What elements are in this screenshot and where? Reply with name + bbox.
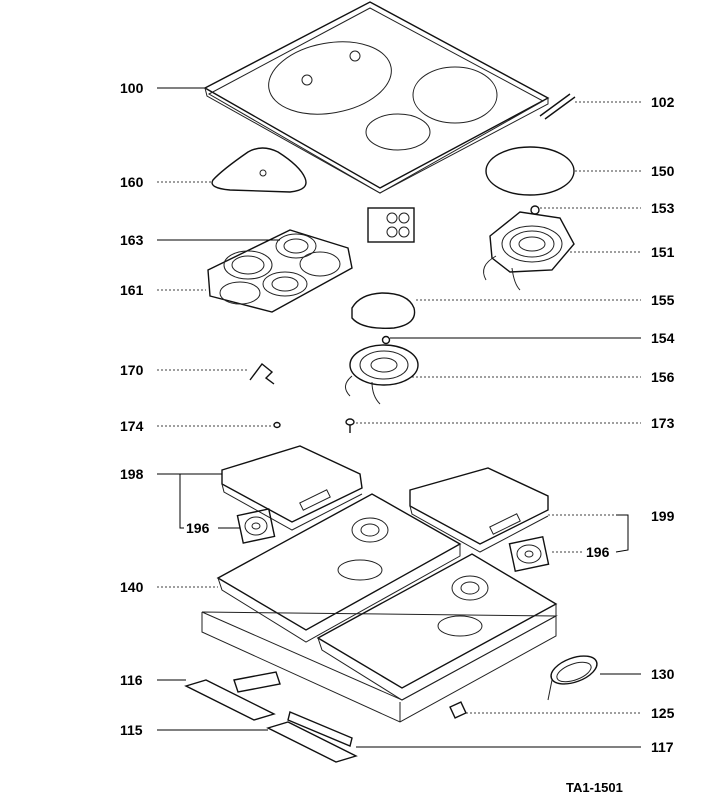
part-label-161: 161: [120, 282, 144, 298]
part-label-196-left: 196: [186, 520, 210, 536]
part-label-116: 116: [120, 672, 143, 688]
cooling-fan-left-drawing: [236, 508, 276, 544]
diagram-reference-code: TA1-1501: [566, 780, 623, 795]
part-label-130: 130: [651, 666, 675, 682]
part-label-115: 115: [120, 722, 143, 738]
nut-drawing: [273, 421, 281, 429]
sealing-strip-drawing: [539, 93, 576, 120]
radiant-heater-small-drawing: [345, 335, 419, 405]
mounting-brackets-drawing: [184, 671, 358, 763]
heating-element-carrier-drawing: [207, 229, 353, 313]
part-label-199: 199: [651, 508, 675, 524]
cable-clamp-drawing: [449, 701, 467, 719]
part-label-125: 125: [651, 705, 675, 721]
part-label-117: 117: [651, 739, 674, 755]
part-label-174: 174: [120, 418, 144, 434]
part-label-151: 151: [651, 244, 675, 260]
left-control-board-drawing: [221, 445, 363, 531]
glass-cooktop-drawing: [203, 1, 550, 194]
insulator-plate-drawing: [211, 147, 307, 193]
part-label-196-right: 196: [586, 544, 610, 560]
leader-lines: [157, 87, 641, 748]
part-label-155: 155: [651, 292, 675, 308]
housing-frame-drawing: [201, 493, 558, 723]
part-label-163: 163: [120, 232, 144, 248]
part-label-150: 150: [651, 163, 675, 179]
part-label-153: 153: [651, 200, 675, 216]
part-label-170: 170: [120, 362, 144, 378]
screw-drawing: [345, 418, 355, 433]
part-label-160: 160: [120, 174, 144, 190]
round-insulator-drawing: [485, 146, 575, 196]
part-label-100: 100: [120, 80, 144, 96]
radiant-heater-large-drawing: [483, 205, 575, 291]
oval-insulator-drawing: [351, 292, 416, 329]
part-label-102: 102: [651, 94, 675, 110]
power-cable-drawing: [547, 655, 598, 701]
part-label-173: 173: [651, 415, 675, 431]
control-plate-drawing: [367, 207, 415, 243]
cooling-fan-right-drawing: [508, 535, 550, 573]
part-label-156: 156: [651, 369, 675, 385]
right-control-board-drawing: [409, 467, 549, 553]
part-label-154: 154: [651, 330, 675, 346]
part-label-198: 198: [120, 466, 144, 482]
spring-clip-drawing: [249, 363, 275, 385]
part-label-140: 140: [120, 579, 144, 595]
